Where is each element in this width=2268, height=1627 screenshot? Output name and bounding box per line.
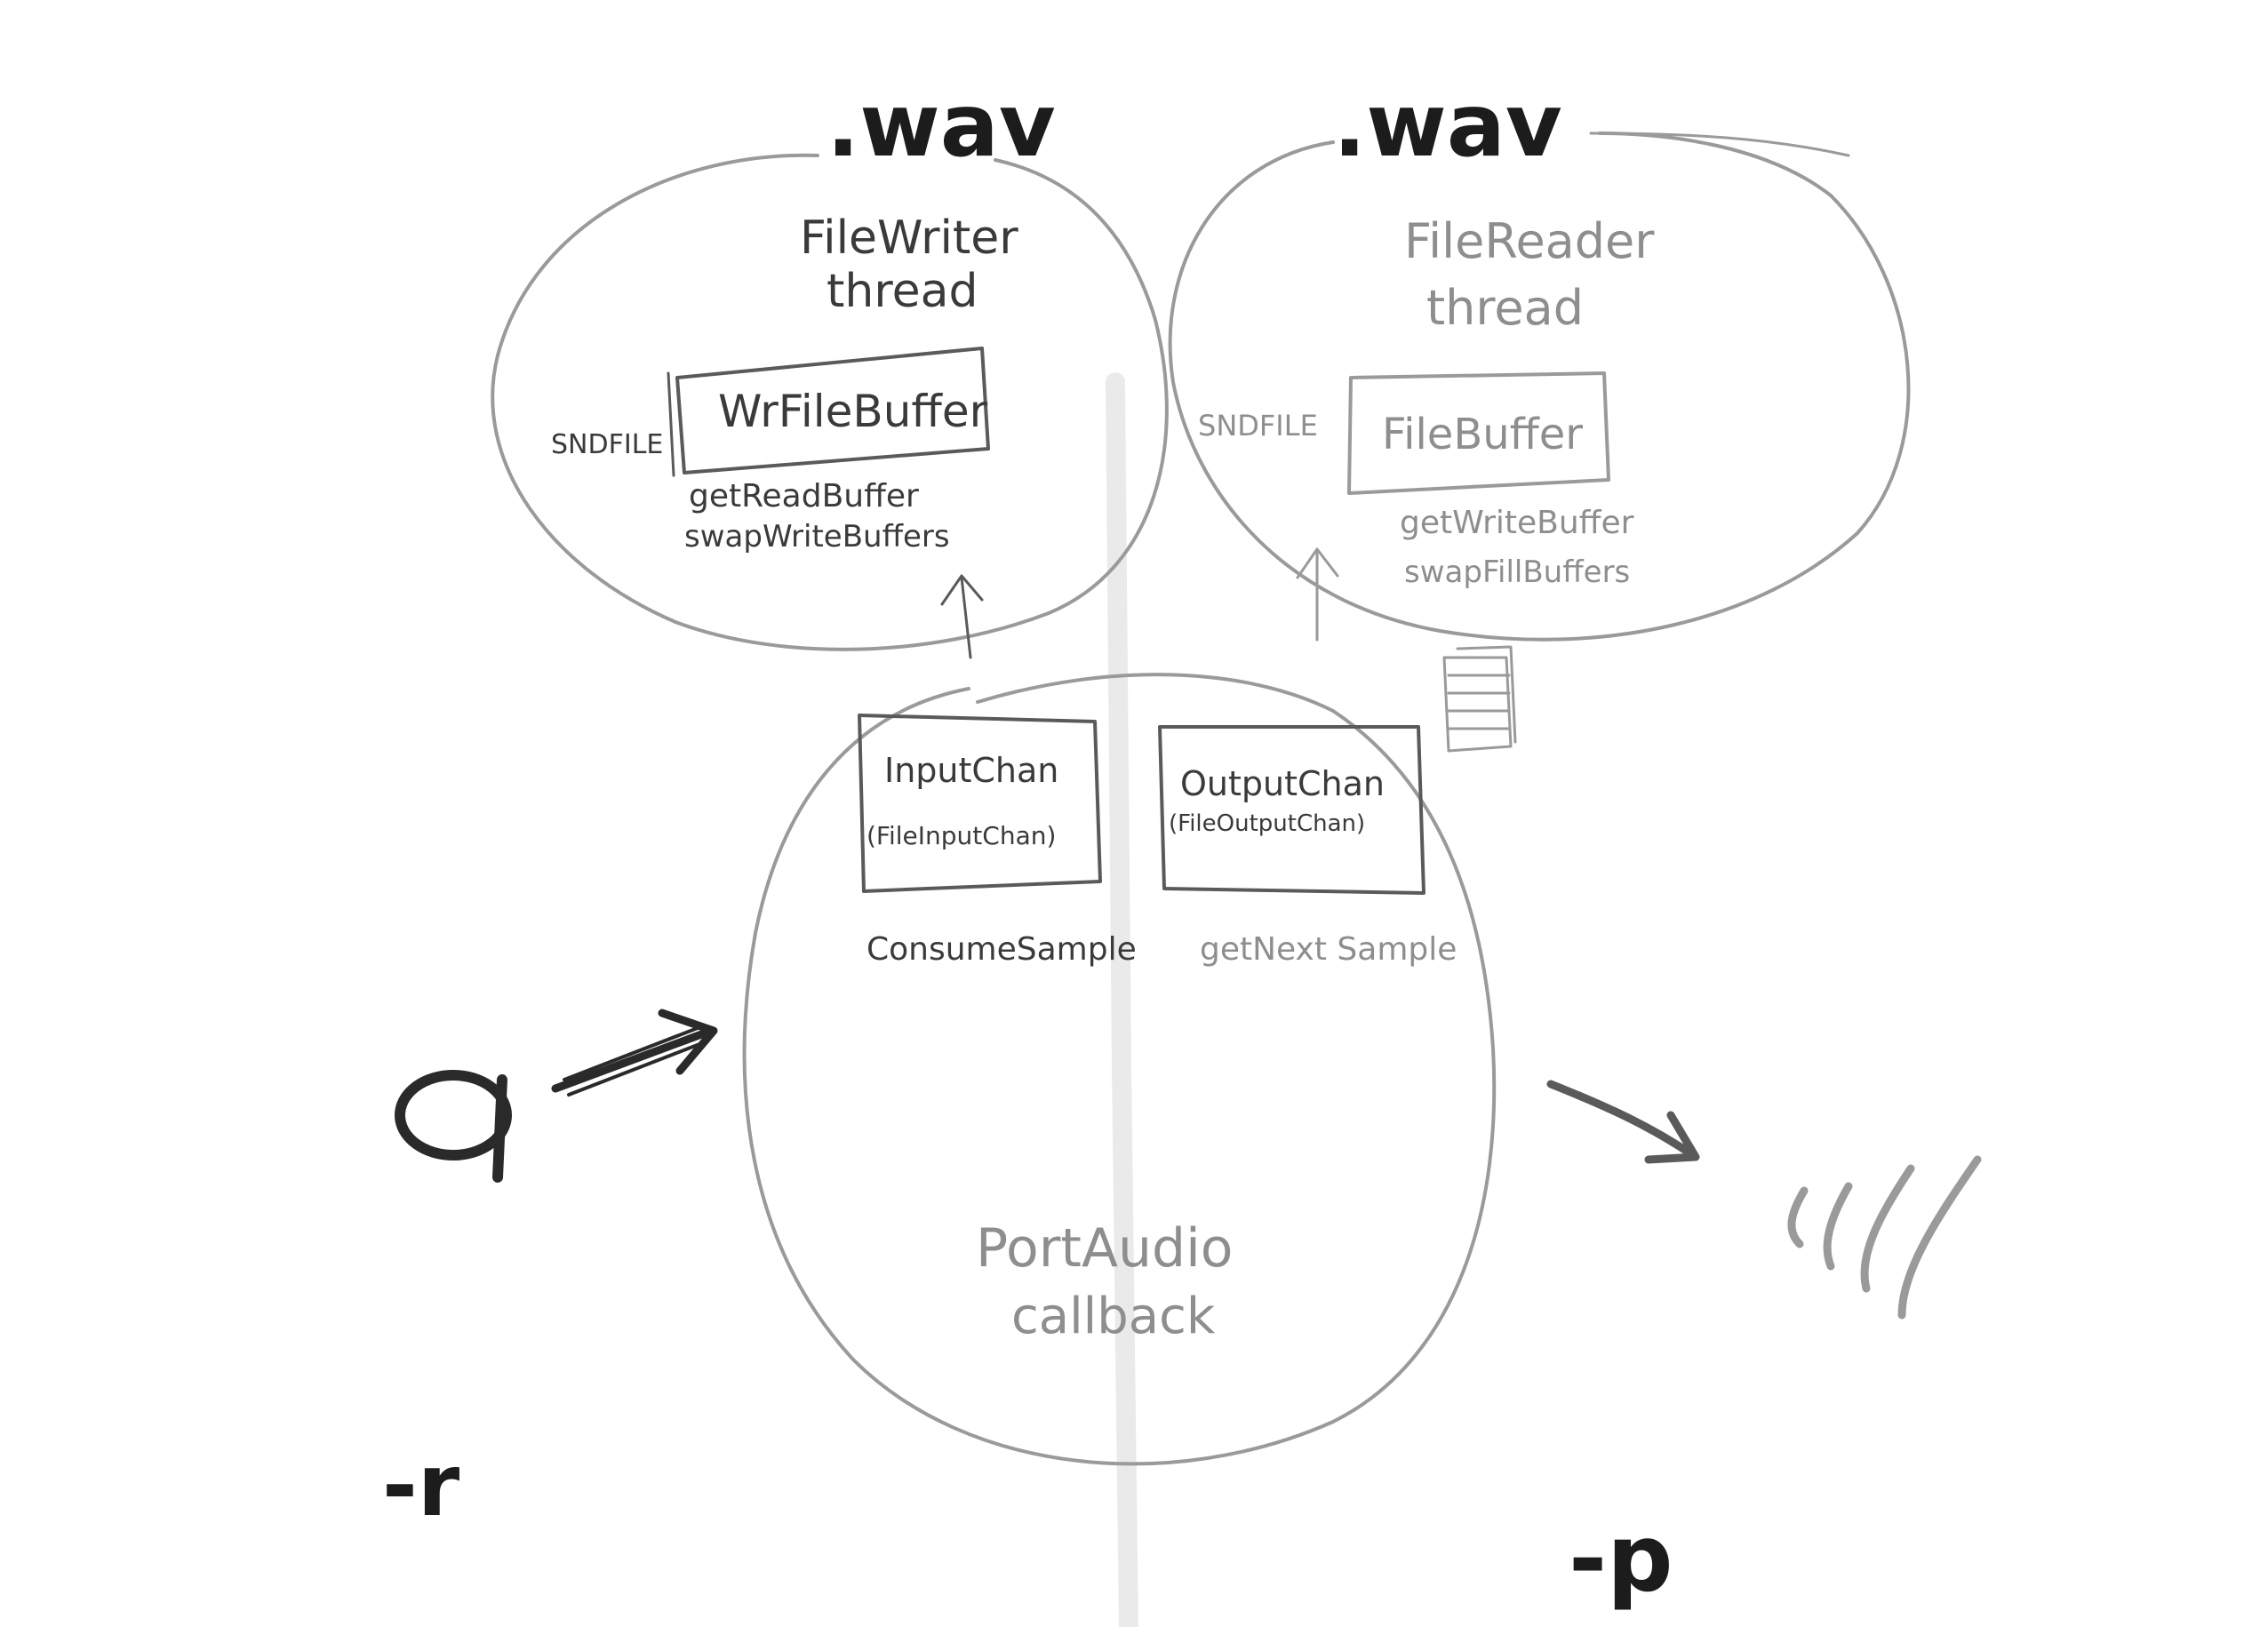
filereader-thread-bubble <box>1168 132 1911 642</box>
p-flag-label: -p <box>1569 1504 1673 1613</box>
filebuffer-label: FileBuffer <box>1382 410 1583 459</box>
filereader-title-line1: FileReader <box>1404 213 1655 269</box>
filereader-method-swapfillbuffers: swapFillBuffers <box>1404 554 1630 590</box>
inputchan-box <box>858 714 1102 893</box>
portaudio-label: PortAudio <box>976 1217 1233 1280</box>
wrfilebuffer-box <box>675 347 990 475</box>
filewriter-sndfile: SNDFILE <box>551 429 663 460</box>
paper-fold <box>1106 372 1138 1627</box>
right-wav-label: .wav <box>1333 76 1562 177</box>
microphone-arrow-icon <box>551 1009 718 1093</box>
filereader-title-line2: thread <box>1426 280 1584 336</box>
wrfilebuffer-label: WrFileBuffer <box>718 386 988 437</box>
filewriter-thread-bubble <box>491 153 1169 651</box>
reader-arrow <box>1296 547 1339 642</box>
writer-arrow <box>940 574 984 659</box>
right-wav-trail <box>1589 132 1850 157</box>
outputchan-label: OutputChan <box>1180 764 1385 803</box>
filebuffer-box <box>1347 371 1610 495</box>
microphone-arrow-shade <box>563 1025 708 1097</box>
speaker-arrow-icon <box>1546 1080 1700 1164</box>
paper-stack-icon <box>1442 645 1517 753</box>
q-glyph <box>395 1070 512 1183</box>
filewriter-title-line2: thread <box>827 265 978 318</box>
consume-sample-label: ConsumeSample <box>866 931 1137 968</box>
wrfilebuffer-box-side <box>667 371 675 477</box>
r-flag-label: -r <box>382 1436 460 1535</box>
filewriter-method-swapwritebuffers: swapWriteBuffers <box>684 519 950 554</box>
left-wav-label: .wav <box>827 76 1056 177</box>
filereader-sndfile: SNDFILE <box>1198 409 1318 443</box>
inputchan-sublabel: (FileInputChan) <box>866 821 1056 850</box>
filewriter-method-getreadbuffer: getReadBuffer <box>689 478 919 514</box>
sound-waves-icon <box>1787 1155 1982 1320</box>
callback-label: callback <box>1011 1288 1216 1345</box>
portaudio-callback-bubble <box>742 673 1497 1466</box>
outputchan-box <box>1158 725 1425 895</box>
outputchan-sublabel: (FileOutputChan) <box>1169 810 1365 837</box>
filereader-method-getwritebuffer: getWriteBuffer <box>1400 505 1634 541</box>
inputchan-label: InputChan <box>884 751 1058 790</box>
filewriter-title-line1: FileWriter <box>800 211 1018 265</box>
get-next-sample-label: getNext Sample <box>1200 931 1457 968</box>
